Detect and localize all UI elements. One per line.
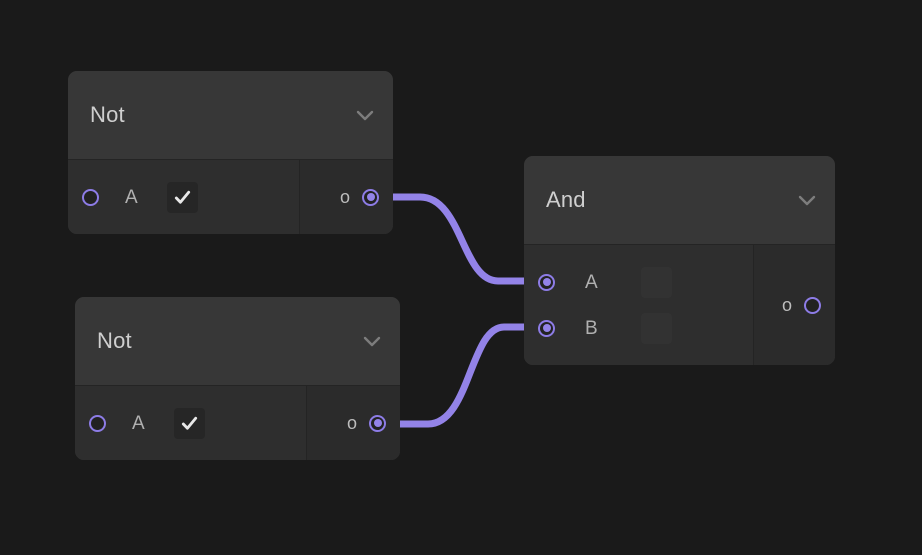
node-and-outputs: o	[754, 245, 835, 365]
chevron-down-icon[interactable]	[362, 334, 382, 348]
input-checkbox-a[interactable]	[174, 407, 205, 439]
node-not-1-header[interactable]: Not	[68, 71, 393, 159]
input-row-a: A	[524, 259, 753, 305]
input-label-b: B	[585, 317, 598, 339]
node-not-1-outputs: o	[300, 160, 393, 234]
output-label-o: o	[346, 413, 357, 433]
node-not-1-title: Not	[90, 102, 125, 127]
node-and-inputs: A B	[524, 245, 754, 365]
input-label-a: A	[585, 271, 598, 293]
node-not-1-body: A o	[68, 159, 393, 234]
node-and-body: A B	[524, 244, 835, 365]
node-not-1[interactable]: Not A	[68, 71, 393, 234]
node-and-title: And	[546, 187, 586, 212]
node-not-1-inputs: A	[68, 160, 300, 234]
node-not-2-body: A o	[75, 385, 400, 460]
output-port-o[interactable]	[369, 414, 386, 432]
input-checkbox-b[interactable]	[641, 312, 672, 344]
chevron-down-icon[interactable]	[797, 193, 817, 207]
node-not-2-header[interactable]: Not	[75, 297, 400, 385]
output-label-o: o	[339, 187, 350, 207]
input-label-a: A	[125, 186, 138, 208]
input-port-a[interactable]	[89, 414, 106, 432]
input-checkbox-a[interactable]	[641, 266, 672, 298]
node-not-2[interactable]: Not A	[75, 297, 400, 460]
node-not-2-inputs: A	[75, 386, 307, 460]
node-and-header[interactable]: And	[524, 156, 835, 244]
output-label-o: o	[781, 295, 792, 315]
chevron-down-icon[interactable]	[355, 108, 375, 122]
input-checkbox-a[interactable]	[167, 181, 198, 213]
node-and[interactable]: And A B	[524, 156, 835, 365]
input-row-b: B	[524, 305, 753, 351]
input-port-b[interactable]	[538, 319, 555, 337]
input-label-a: A	[132, 412, 145, 434]
output-row-o: o	[754, 282, 835, 328]
output-port-o[interactable]	[362, 188, 379, 206]
input-row-a: A	[75, 400, 306, 446]
input-port-a[interactable]	[538, 273, 555, 291]
output-port-o[interactable]	[804, 296, 821, 314]
input-row-a: A	[68, 174, 299, 220]
output-row-o: o	[300, 174, 393, 220]
node-not-2-title: Not	[97, 328, 132, 353]
output-row-o: o	[307, 400, 400, 446]
node-not-2-outputs: o	[307, 386, 400, 460]
connection-wire-not2-to-and-b	[389, 323, 548, 428]
connection-wire-not1-to-and-a	[382, 193, 548, 285]
input-port-a[interactable]	[82, 188, 99, 206]
